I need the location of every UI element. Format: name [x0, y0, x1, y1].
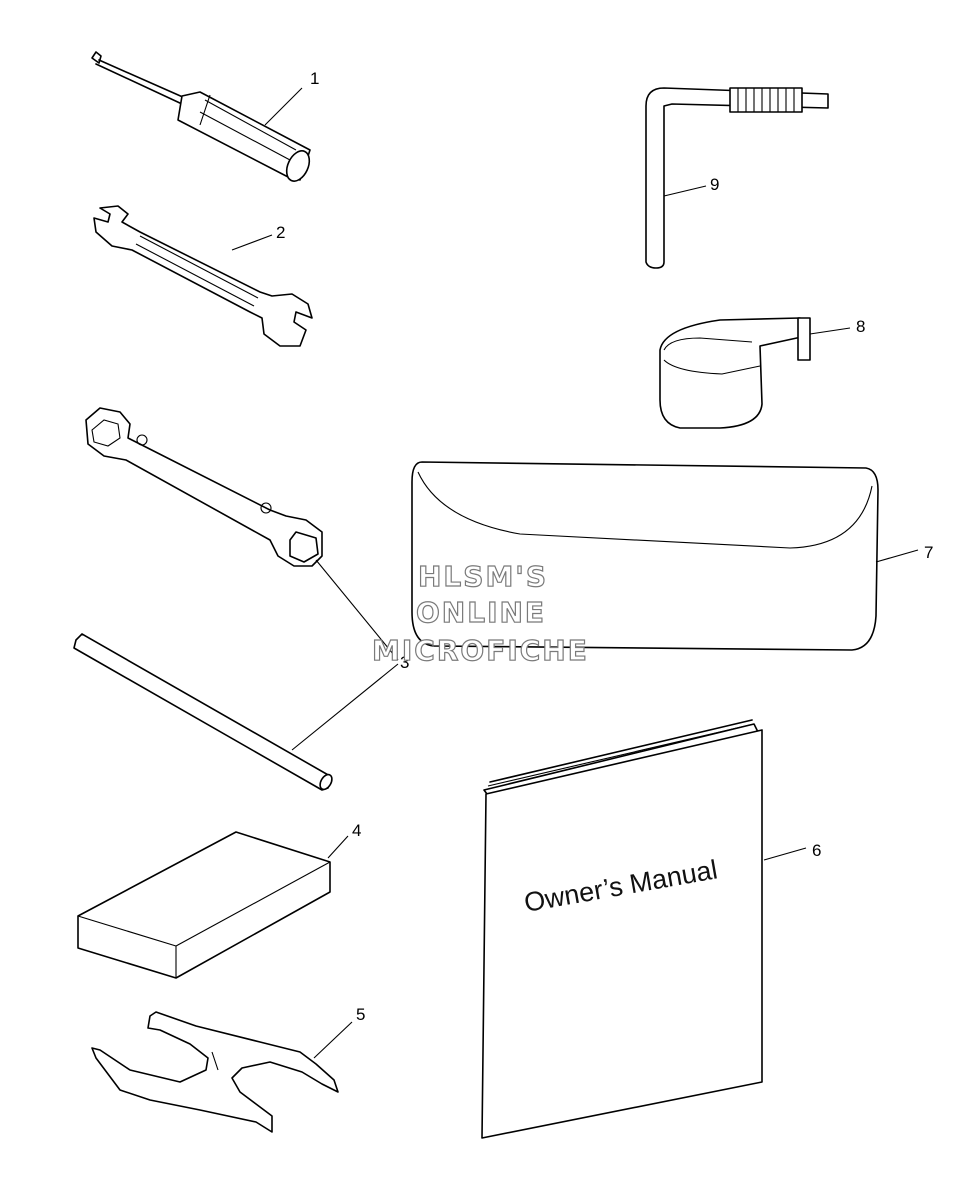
- hex-key-icon: [645, 87, 829, 269]
- callout-5: 5: [356, 1005, 365, 1024]
- callout-3: 3: [400, 653, 409, 672]
- owners-manual-icon: Owner’s Manual: [481, 719, 763, 1139]
- screwdriver-icon: [91, 51, 311, 182]
- watermark: HLSM'S ONLINE MICROFICHE: [371, 559, 589, 667]
- callout-9: 9: [710, 175, 719, 194]
- tommy-bar-icon: [73, 633, 333, 791]
- callout-2: 2: [276, 223, 285, 242]
- callout-7: 7: [924, 543, 933, 562]
- strap-icon: [659, 317, 811, 429]
- spanner-icon: [91, 1011, 339, 1133]
- socket-wrench-icon: [85, 407, 323, 567]
- open-end-wrench-icon: [93, 205, 313, 347]
- tool-bag-icon: [411, 461, 879, 651]
- callout-6: 6: [812, 841, 821, 860]
- tool-pouch-block-icon: [77, 831, 331, 979]
- watermark-line-1: HLSM'S: [418, 560, 548, 593]
- watermark-line-2: ONLINE: [416, 596, 546, 629]
- callout-1: 1: [310, 69, 319, 88]
- callout-8: 8: [856, 317, 865, 336]
- watermark-line-3: MICROFICHE: [372, 634, 589, 667]
- callout-4: 4: [352, 821, 361, 840]
